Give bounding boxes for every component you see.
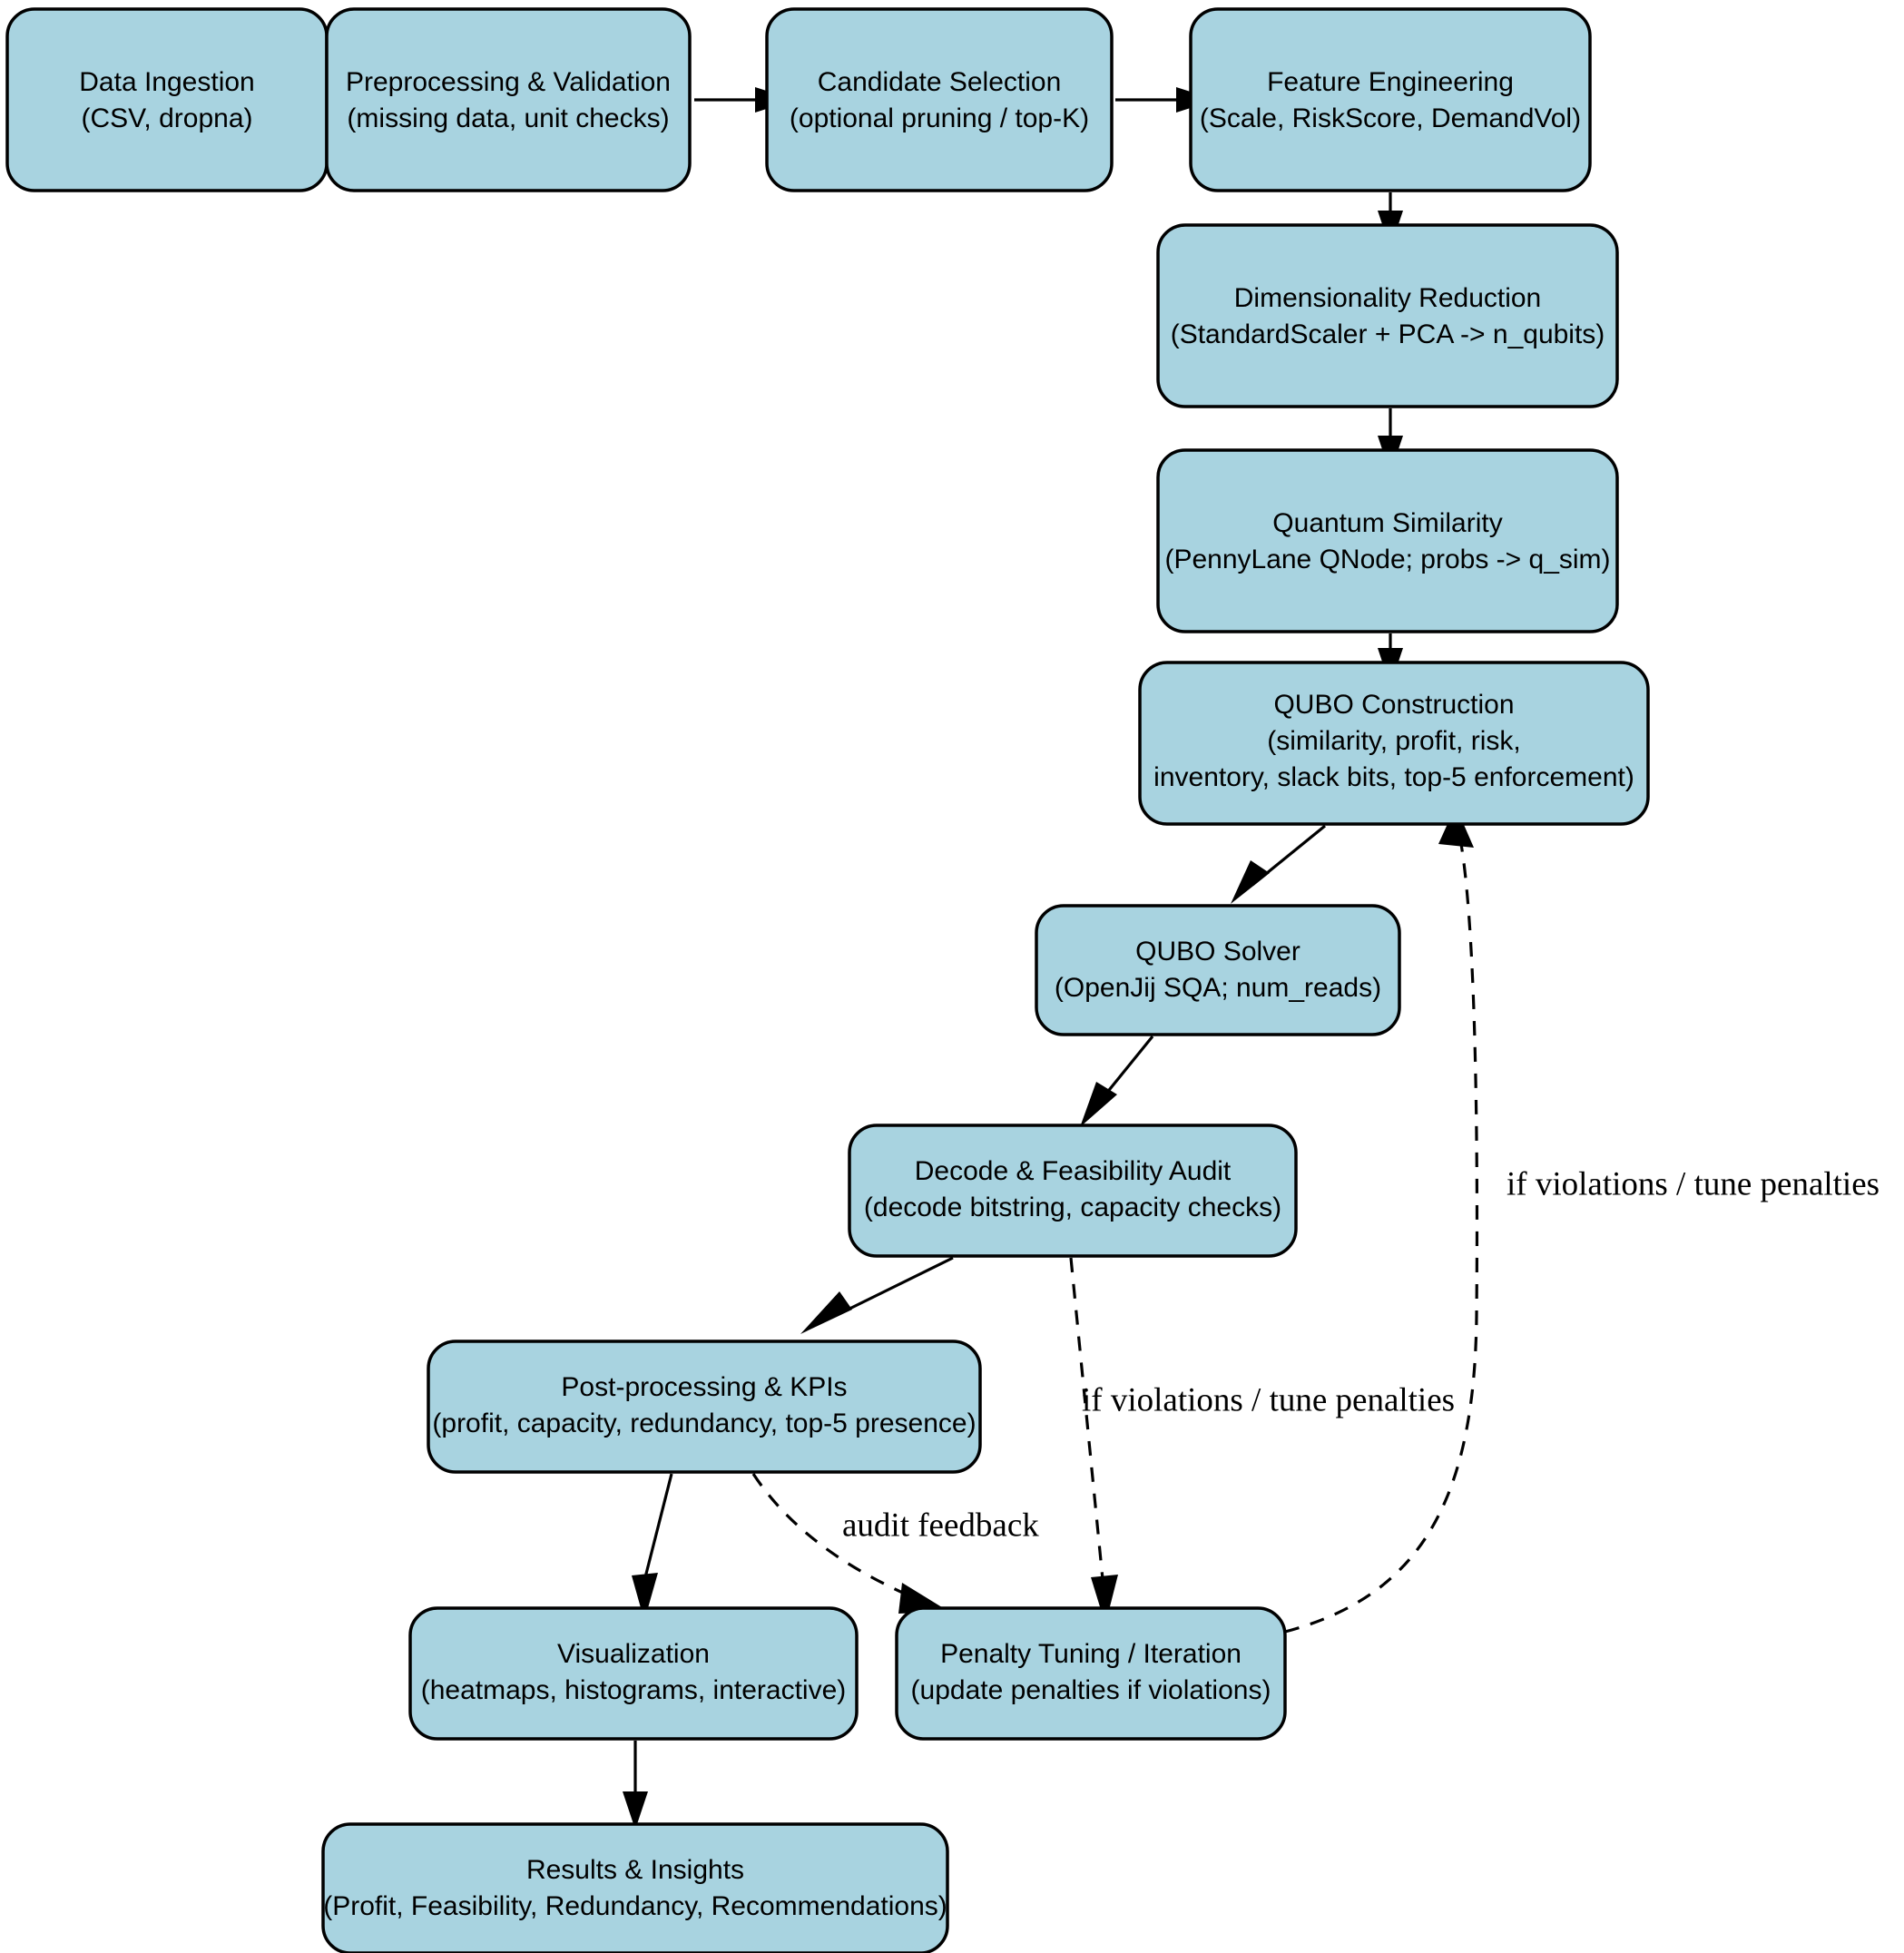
edge-decode-to-postproc	[834, 1256, 954, 1318]
arrowhead-postproc	[800, 1291, 852, 1334]
node-candidate-selection-line1: Candidate Selection	[818, 67, 1062, 97]
node-quantum-similarity-line1: Quantum Similarity	[1272, 508, 1502, 538]
node-post-processing-kpis-line2: (profit, capacity, redundancy, top-5 pre…	[432, 1408, 976, 1438]
node-visualization[interactable]: Visualization (heatmaps, histograms, int…	[408, 1606, 859, 1741]
node-data-ingestion-line1: Data Ingestion	[79, 67, 254, 97]
arrowhead-decode	[1080, 1082, 1117, 1127]
node-decode-feasibility-audit-line1: Decode & Feasibility Audit	[915, 1156, 1232, 1186]
node-dimensionality-reduction-shape[interactable]	[1156, 223, 1619, 408]
node-qubo-solver[interactable]: QUBO Solver (OpenJij SQA; num_reads)	[1035, 904, 1401, 1036]
node-penalty-tuning-iteration-line1: Penalty Tuning / Iteration	[940, 1639, 1242, 1669]
node-results-insights[interactable]: Results & Insights (Profit, Feasibility,…	[321, 1822, 949, 1953]
node-qubo-solver-line1: QUBO Solver	[1135, 937, 1300, 967]
node-qubo-construction-shape[interactable]	[1138, 661, 1650, 826]
node-post-processing-kpis-line1: Post-processing & KPIs	[561, 1372, 847, 1402]
edge-penalty-to-qubo-feedback	[1284, 843, 1479, 1634]
node-visualization-line1: Visualization	[557, 1639, 710, 1669]
node-penalty-tuning-iteration[interactable]: Penalty Tuning / Iteration (update penal…	[895, 1606, 1287, 1741]
node-candidate-selection[interactable]: Candidate Selection (optional pruning / …	[765, 7, 1114, 192]
node-layer: Data Ingestion (CSV, dropna) Preprocessi…	[5, 7, 1650, 1953]
arrowhead-results	[623, 1791, 648, 1830]
node-qubo-construction-line2: (similarity, profit, risk,	[1267, 726, 1520, 756]
arrowhead-qubo-feedback	[1438, 806, 1474, 848]
node-visualization-line2: (heatmaps, histograms, interactive)	[421, 1675, 847, 1705]
node-feature-engineering-line1: Feature Engineering	[1267, 67, 1514, 97]
node-preprocessing-validation-shape[interactable]	[325, 7, 692, 192]
node-results-insights-line1: Results & Insights	[526, 1855, 744, 1885]
node-results-insights-line2: (Profit, Feasibility, Redundancy, Recomm…	[323, 1891, 947, 1921]
arrowhead-penalty-from-postproc	[898, 1583, 949, 1614]
arrowhead-solver	[1231, 860, 1270, 904]
node-dimensionality-reduction[interactable]: Dimensionality Reduction (StandardScaler…	[1156, 223, 1619, 408]
node-quantum-similarity-line2: (PennyLane QNode; probs -> q_sim)	[1164, 545, 1610, 574]
node-qubo-construction[interactable]: QUBO Construction (similarity, profit, r…	[1138, 661, 1650, 826]
edge-label-violations-mid: if violations / tune penalties	[1082, 1381, 1455, 1418]
node-quantum-similarity-shape[interactable]	[1156, 448, 1619, 633]
edge-label-layer: audit feedback if violations / tune pena…	[842, 1165, 1879, 1544]
node-dimensionality-reduction-line2: (StandardScaler + PCA -> n_qubits)	[1171, 319, 1605, 349]
edge-postproc-to-penalty-dashed	[751, 1473, 918, 1601]
node-feature-engineering-line2: (Scale, RiskScore, DemandVol)	[1200, 103, 1581, 133]
node-post-processing-kpis-shape[interactable]	[427, 1340, 982, 1474]
node-visualization-shape[interactable]	[408, 1606, 859, 1741]
node-preprocessing-validation[interactable]: Preprocessing & Validation (missing data…	[325, 7, 692, 192]
edge-label-violations-right: if violations / tune penalties	[1507, 1165, 1879, 1202]
node-candidate-selection-line2: (optional pruning / top-K)	[790, 103, 1089, 133]
node-dimensionality-reduction-line1: Dimensionality Reduction	[1234, 283, 1542, 313]
edge-label-audit-feedback: audit feedback	[842, 1506, 1039, 1544]
node-qubo-construction-line3: inventory, slack bits, top-5 enforcement…	[1153, 762, 1634, 792]
node-feature-engineering[interactable]: Feature Engineering (Scale, RiskScore, D…	[1189, 7, 1592, 192]
node-qubo-solver-shape[interactable]	[1035, 904, 1401, 1036]
node-decode-feasibility-audit[interactable]: Decode & Feasibility Audit (decode bitst…	[848, 1124, 1298, 1258]
node-penalty-tuning-iteration-line2: (update penalties if violations)	[911, 1675, 1271, 1705]
node-results-insights-shape[interactable]	[321, 1822, 949, 1953]
edge-decode-to-penalty-dashed	[1069, 1257, 1104, 1580]
node-preprocessing-validation-line2: (missing data, unit checks)	[347, 103, 669, 133]
edge-postproc-to-visualization	[643, 1473, 673, 1582]
node-qubo-construction-line1: QUBO Construction	[1273, 690, 1514, 720]
node-data-ingestion[interactable]: Data Ingestion (CSV, dropna)	[5, 7, 329, 192]
node-post-processing-kpis[interactable]: Post-processing & KPIs (profit, capacity…	[427, 1340, 982, 1474]
node-qubo-solver-line2: (OpenJij SQA; num_reads)	[1055, 973, 1381, 1003]
node-decode-feasibility-audit-line2: (decode bitstring, capacity checks)	[864, 1192, 1281, 1222]
node-decode-feasibility-audit-shape[interactable]	[848, 1124, 1298, 1258]
node-data-ingestion-shape[interactable]	[5, 7, 329, 192]
arrowhead-penalty-from-decode	[1091, 1575, 1118, 1624]
node-quantum-similarity[interactable]: Quantum Similarity (PennyLane QNode; pro…	[1156, 448, 1619, 633]
node-penalty-tuning-iteration-shape[interactable]	[895, 1606, 1287, 1741]
node-candidate-selection-shape[interactable]	[765, 7, 1114, 192]
node-preprocessing-validation-line1: Preprocessing & Validation	[346, 67, 671, 97]
node-feature-engineering-shape[interactable]	[1189, 7, 1592, 192]
node-data-ingestion-line2: (CSV, dropna)	[82, 103, 253, 133]
arrowhead-visualization	[632, 1573, 658, 1621]
